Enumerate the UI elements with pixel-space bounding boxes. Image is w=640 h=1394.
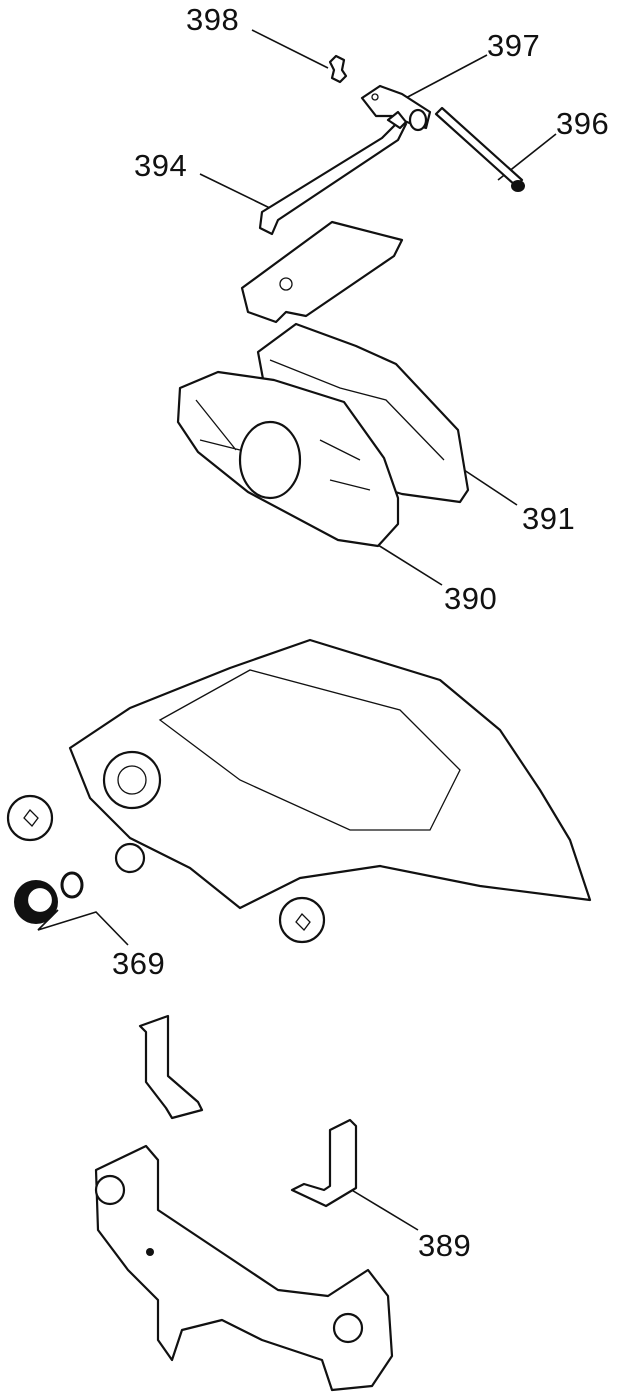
callout-369: 369 <box>112 946 166 981</box>
part-394-retainer-bar <box>258 110 408 236</box>
part-396-pin <box>434 106 525 192</box>
part-390-brake-pad <box>176 370 400 548</box>
part-389-spring <box>290 1118 358 1208</box>
caliper-housing <box>6 638 592 944</box>
callout-398: 398 <box>186 2 240 37</box>
part-spring-upper <box>138 1014 204 1120</box>
caliper-carrier <box>94 1144 394 1392</box>
part-369-seal-kit <box>14 871 84 924</box>
part-397-retainer <box>360 84 432 132</box>
part-398-clip <box>328 54 348 84</box>
leader-line-397 <box>401 54 488 101</box>
callout-391: 391 <box>522 501 576 536</box>
part-pad-plate <box>240 220 404 324</box>
leader-lines <box>37 29 557 1231</box>
callout-389: 389 <box>418 1228 472 1263</box>
leader-line-394 <box>199 173 279 213</box>
leader-line-398 <box>251 29 329 69</box>
callout-390: 390 <box>444 581 498 616</box>
callout-396: 396 <box>556 106 610 141</box>
callout-397: 397 <box>487 28 541 63</box>
callout-394: 394 <box>134 148 188 183</box>
